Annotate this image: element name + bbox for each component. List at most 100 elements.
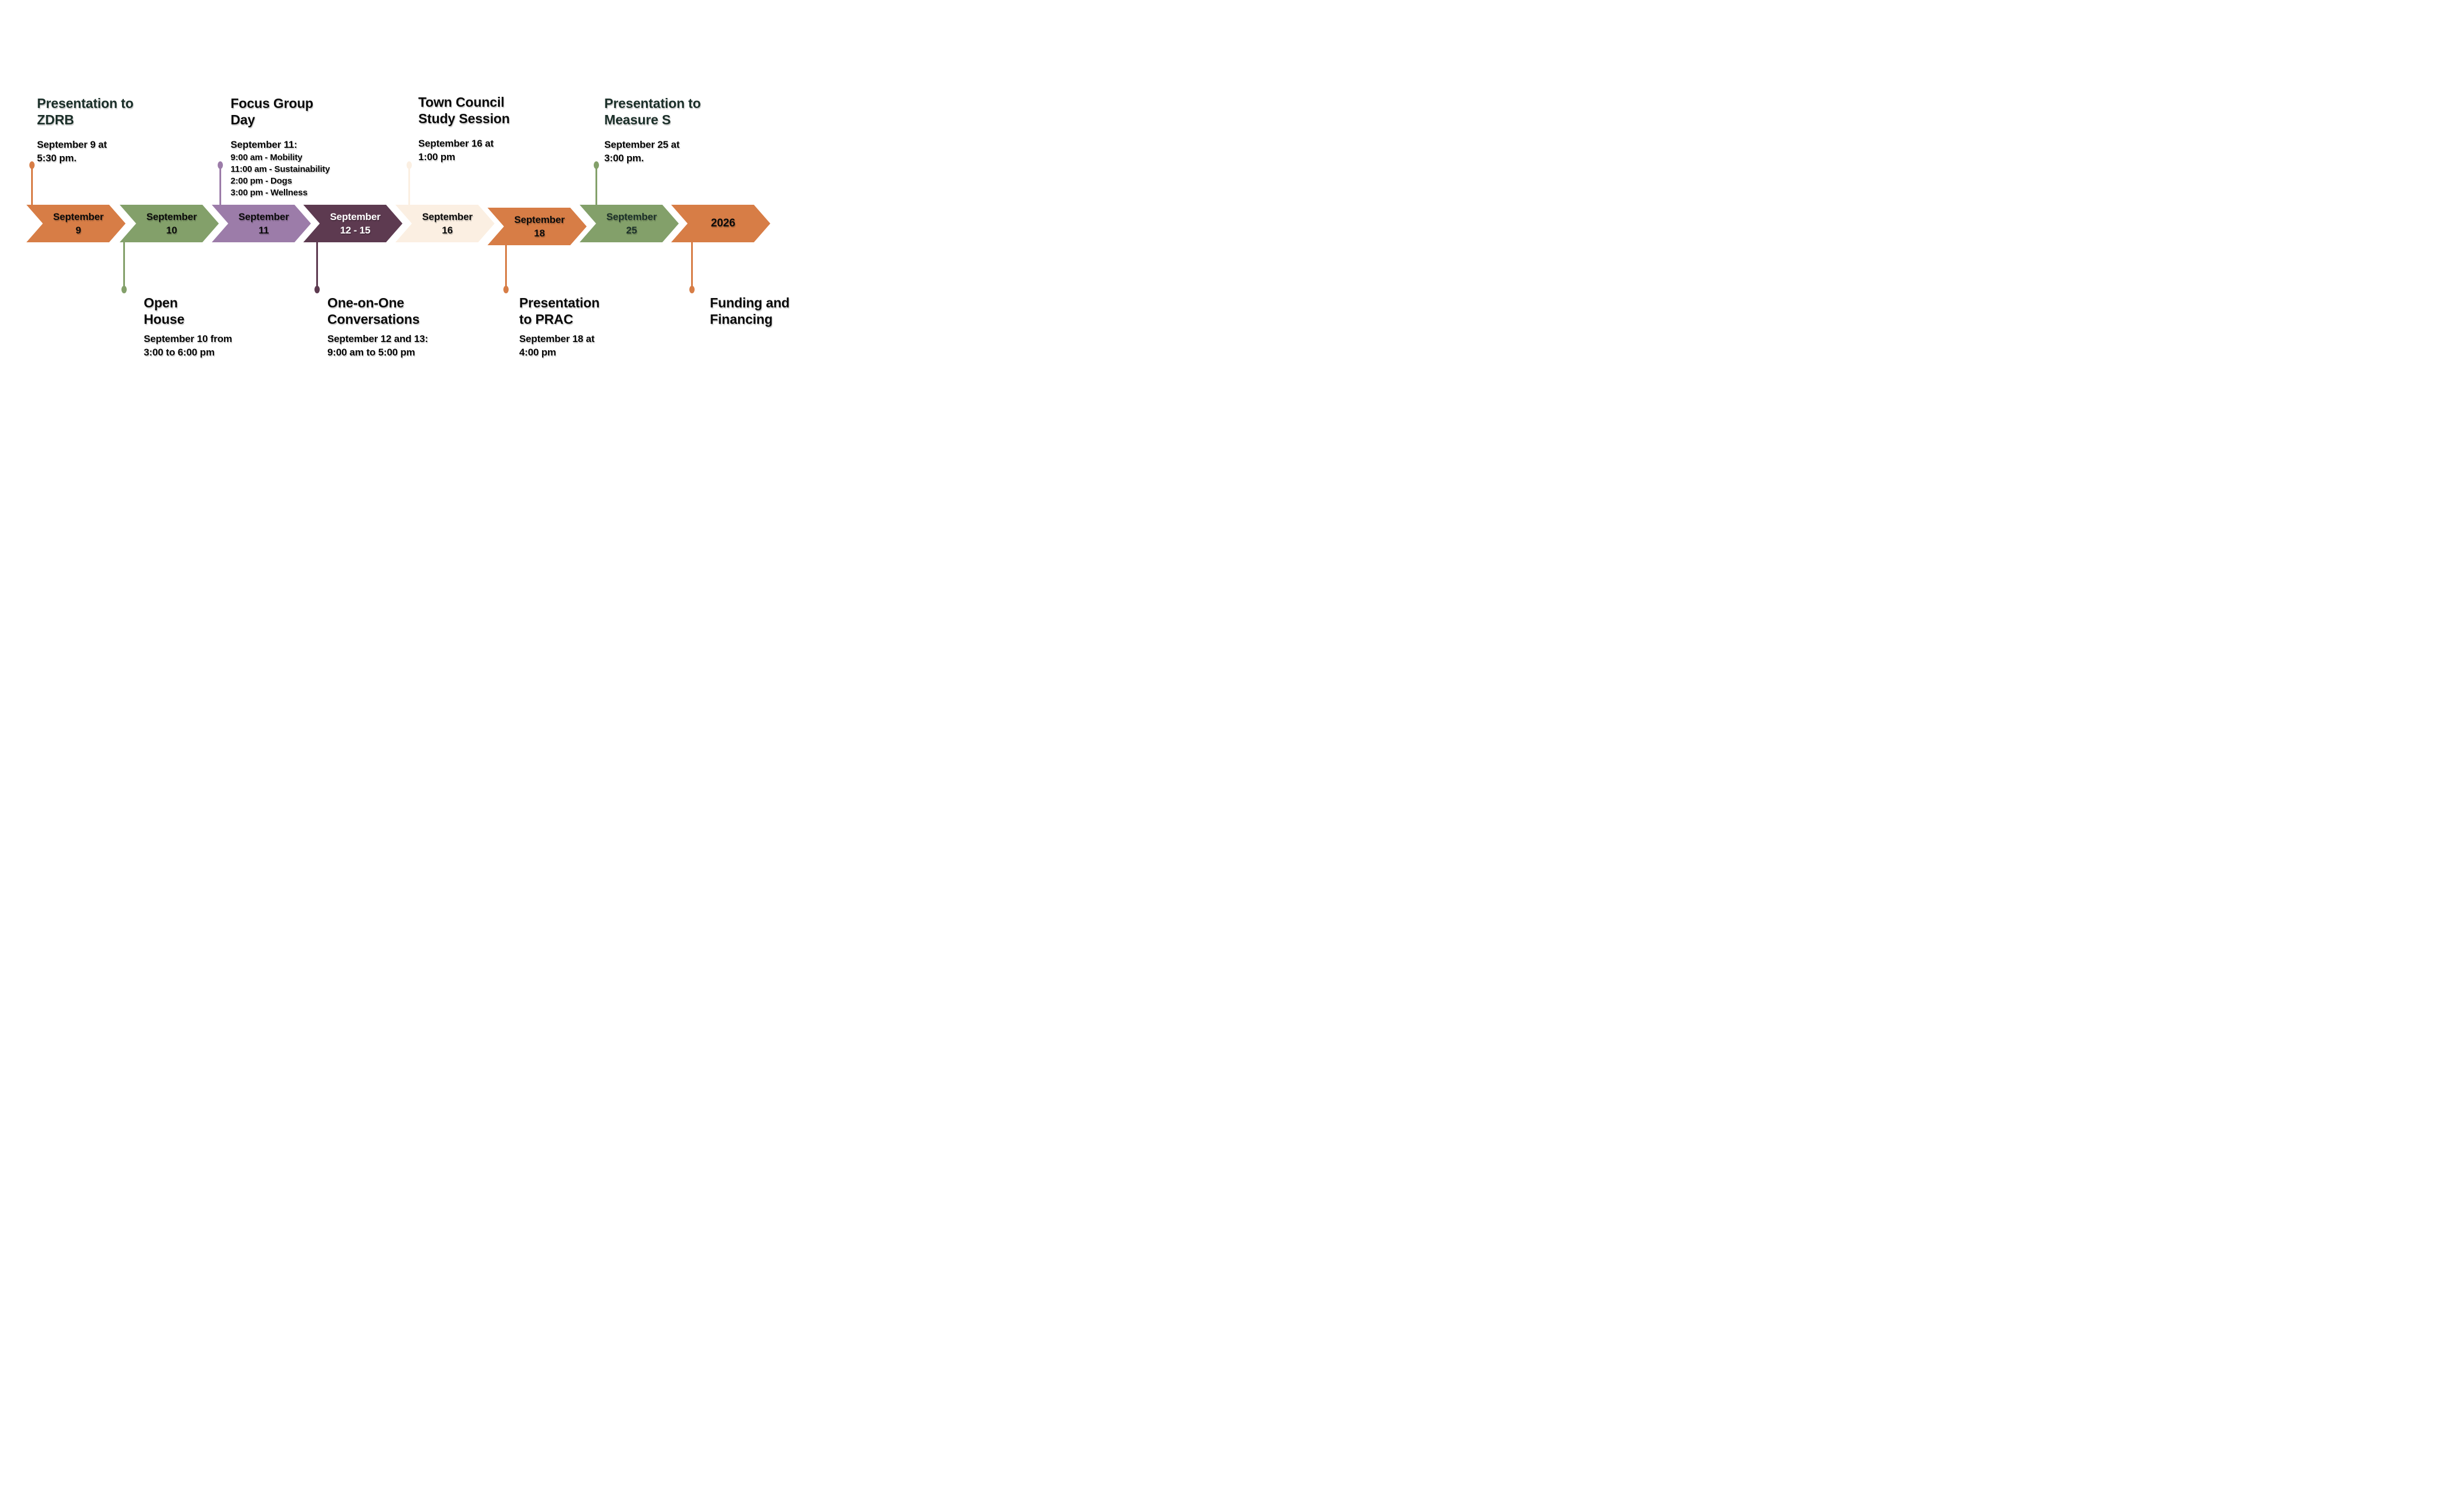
timeline-segment-september-16: September 16 bbox=[395, 205, 495, 242]
connector-dot-measure-s bbox=[594, 161, 599, 169]
event-presentation-zdrb: Presentation to ZDRB September 9 at 5:30… bbox=[37, 96, 134, 165]
connector-stem-one-on-one bbox=[316, 242, 318, 290]
connector-dot-one-on-one bbox=[314, 286, 320, 293]
segment-label-line: 2026 bbox=[710, 216, 736, 229]
event-title-line: Presentation bbox=[519, 295, 600, 310]
event-title: Presentation to Measure S bbox=[604, 96, 701, 128]
event-date: September 10 from 3:00 to 6:00 pm bbox=[144, 333, 232, 359]
event-date: September 16 at 1:00 pm bbox=[418, 137, 510, 164]
event-title-line: Town Council bbox=[418, 94, 505, 110]
event-title-line: Presentation to bbox=[604, 96, 701, 111]
event-title-line: Measure S bbox=[604, 111, 671, 127]
event-title-line: Focus Group bbox=[231, 96, 313, 111]
connector-dot-open-house bbox=[121, 286, 127, 293]
segment-label: September 9 bbox=[34, 210, 117, 238]
event-date-line: September 12 and 13: bbox=[327, 333, 428, 345]
event-open-house: Open House September 10 from 3:00 to 6:0… bbox=[144, 295, 232, 359]
segment-label: September 18 bbox=[495, 213, 578, 241]
segment-label-line: September bbox=[238, 211, 289, 222]
event-title-line: to PRAC bbox=[519, 311, 573, 327]
segment-label: September 10 bbox=[127, 210, 211, 238]
event-date: September 18 at 4:00 pm bbox=[519, 333, 600, 359]
event-title: Town Council Study Session bbox=[418, 94, 510, 127]
segment-label-line: 16 bbox=[442, 225, 453, 236]
timeline-segment-september-9: September 9 bbox=[26, 205, 126, 242]
segment-label-line: September bbox=[146, 211, 197, 222]
connector-dot-prac bbox=[503, 286, 509, 293]
event-title-line: Conversations bbox=[327, 311, 420, 327]
segment-label-line: 9 bbox=[75, 225, 82, 236]
event-date-line: 5:30 pm. bbox=[37, 152, 77, 164]
event-title-line: Financing bbox=[710, 311, 773, 327]
event-one-on-one-conversations: One-on-One Conversations September 12 an… bbox=[327, 295, 428, 359]
event-date: September 11: bbox=[231, 138, 330, 151]
connector-dot-focus-group bbox=[218, 161, 223, 169]
schedule-line: 11:00 am - Sustainability bbox=[231, 164, 330, 174]
event-date-line: 3:00 pm. bbox=[604, 152, 644, 164]
segment-label-line: 12 - 15 bbox=[340, 225, 371, 236]
event-title-line: Presentation to bbox=[37, 96, 134, 111]
event-funding-and-financing: Funding and Financing bbox=[710, 295, 790, 327]
segment-label-line: September bbox=[606, 211, 657, 222]
segment-label: September 16 bbox=[403, 210, 486, 238]
segment-label-line: 11 bbox=[258, 225, 269, 236]
event-focus-group-day: Focus Group Day September 11: 9:00 am - … bbox=[231, 96, 330, 199]
connector-dot-town-council bbox=[407, 161, 412, 169]
connector-stem-open-house bbox=[123, 242, 125, 290]
event-title-line: House bbox=[144, 311, 185, 327]
segment-label-line: 18 bbox=[534, 228, 545, 239]
event-date: September 9 at 5:30 pm. bbox=[37, 138, 133, 165]
connector-dot-zdrb bbox=[29, 161, 35, 169]
timeline-segment-september-25: September 25 bbox=[580, 205, 679, 242]
event-title-line: ZDRB bbox=[37, 111, 75, 127]
event-title-line: Open bbox=[144, 295, 178, 310]
event-date-line: 1:00 pm bbox=[418, 151, 455, 163]
timeline-segment-september-10: September 10 bbox=[120, 205, 219, 242]
segment-label-line: 10 bbox=[166, 225, 177, 236]
event-presentation-prac: Presentation to PRAC September 18 at 4:0… bbox=[519, 295, 600, 359]
event-date: September 12 and 13: 9:00 am to 5:00 pm bbox=[327, 333, 428, 359]
segment-label-line: September bbox=[422, 211, 473, 222]
event-title: Funding and Financing bbox=[710, 295, 790, 327]
event-date-line: 9:00 am to 5:00 pm bbox=[327, 346, 415, 358]
segment-label-line: 25 bbox=[626, 225, 637, 236]
schedule-line: 9:00 am - Mobility bbox=[231, 152, 303, 163]
event-title: Open House bbox=[144, 295, 232, 327]
timeline-canvas: Presentation to ZDRB September 9 at 5:30… bbox=[0, 0, 821, 499]
schedule-line: 2:00 pm - Dogs bbox=[231, 175, 292, 186]
connector-stem-focus-group bbox=[219, 165, 221, 205]
event-date-heading: September 11: bbox=[231, 139, 297, 151]
connector-stem-zdrb bbox=[31, 165, 33, 205]
event-date-line: September 16 at bbox=[418, 138, 494, 150]
event-date-line: September 9 at bbox=[37, 139, 107, 151]
connector-stem-town-council bbox=[408, 165, 410, 205]
segment-label-line: September bbox=[53, 211, 104, 222]
segment-label-line: September bbox=[330, 211, 381, 222]
event-schedule: 9:00 am - Mobility 11:00 am - Sustainabi… bbox=[231, 152, 330, 199]
event-date-line: September 18 at bbox=[519, 333, 595, 345]
event-date-line: 3:00 to 6:00 pm bbox=[144, 346, 215, 358]
event-date-line: September 10 from bbox=[144, 333, 232, 345]
connector-stem-funding bbox=[691, 242, 693, 290]
connector-dot-funding bbox=[689, 286, 695, 293]
event-date-line: 4:00 pm bbox=[519, 346, 556, 358]
timeline-segment-september-11: September 11 bbox=[212, 205, 311, 242]
event-title: Presentation to PRAC bbox=[519, 295, 600, 327]
timeline-segment-2026: 2026 bbox=[671, 205, 770, 242]
event-title-line: Day bbox=[231, 111, 255, 127]
event-date: September 25 at 3:00 pm. bbox=[604, 138, 700, 165]
timeline-segment-september-12-15: September 12 - 15 bbox=[303, 205, 402, 242]
segment-label-line: September bbox=[514, 214, 565, 225]
event-title: Presentation to ZDRB bbox=[37, 96, 134, 128]
event-date-line: September 25 at bbox=[604, 139, 680, 151]
event-presentation-measure-s: Presentation to Measure S September 25 a… bbox=[604, 96, 701, 165]
schedule-line: 3:00 pm - Wellness bbox=[231, 187, 308, 198]
event-title-line: One-on-One bbox=[327, 295, 404, 310]
event-town-council-study-session: Town Council Study Session September 16 … bbox=[418, 94, 510, 164]
event-title-line: Funding and bbox=[710, 295, 790, 310]
event-title: Focus Group Day bbox=[231, 96, 330, 128]
segment-label: 2026 bbox=[692, 216, 749, 231]
segment-label: September 12 - 15 bbox=[311, 210, 394, 238]
event-title: One-on-One Conversations bbox=[327, 295, 428, 327]
segment-label: September 25 bbox=[587, 210, 671, 238]
